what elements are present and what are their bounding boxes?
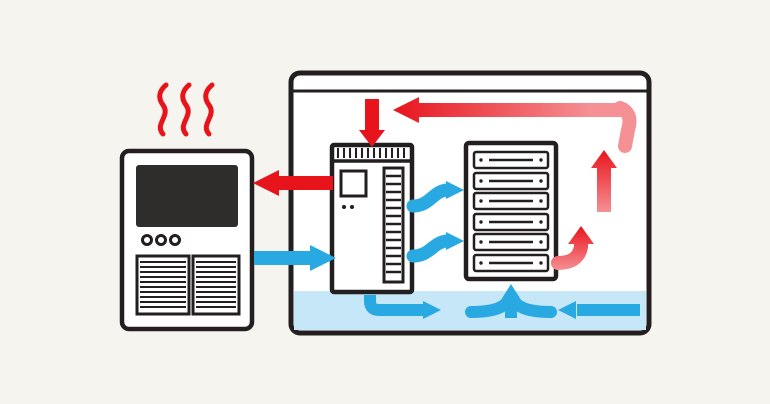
server-unit-led <box>479 158 483 162</box>
server-unit-led <box>479 261 483 265</box>
cold-arrow-to-rack-upper-head <box>446 181 464 199</box>
server-unit-outline <box>472 253 550 273</box>
cold-arrow-into-floor-head <box>423 301 441 319</box>
heat-wave-icon <box>203 82 215 137</box>
server-unit-row <box>472 171 550 191</box>
indicator-light-icon <box>169 234 181 246</box>
server-unit-led <box>479 199 483 203</box>
cold-arrow-up-into-rack-head <box>499 284 523 303</box>
cold-arrow-to-rack-lower-shaft <box>406 234 454 263</box>
server-unit-led <box>479 179 483 183</box>
server-unit-outline <box>472 171 550 191</box>
cold-arrow-into-floor-shaft <box>364 295 423 316</box>
crac-display-panel <box>339 169 368 198</box>
hot-arrow-corner-curve <box>613 101 637 153</box>
server-unit-row <box>472 212 550 232</box>
outdoor-condenser-unit <box>119 148 255 332</box>
vent-grille-right-louvers <box>196 261 236 308</box>
hot-airflow-arrows <box>253 97 637 270</box>
server-unit-row <box>472 232 550 252</box>
cold-airflow-arrows <box>254 181 640 319</box>
hot-arrow-down-into-crac <box>359 99 385 147</box>
cold-merge-feeder-left <box>465 299 510 318</box>
server-unit-led <box>539 240 543 244</box>
vent-grille-left-louvers <box>140 261 186 308</box>
hot-arrow-ceiling-left <box>393 97 627 123</box>
server-rack-body <box>463 140 559 282</box>
hot-arrow-from-rack-elbow <box>551 236 588 270</box>
hot-arrow-to-outdoor-unit <box>253 170 333 196</box>
server-unit-outline <box>472 212 550 232</box>
server-rack <box>463 140 559 282</box>
heat-exhaust-waves <box>157 82 215 137</box>
cold-arrow-underfloor-head <box>558 301 576 319</box>
crac-button-dot <box>350 205 354 209</box>
server-unit-row <box>472 191 550 211</box>
server-unit-led <box>539 179 543 183</box>
heat-wave-icon <box>180 82 192 137</box>
server-unit-outline <box>472 191 550 211</box>
server-unit-led <box>539 199 543 203</box>
server-unit-outline <box>472 232 550 252</box>
indicator-light-icon <box>155 234 167 246</box>
server-unit-led <box>539 220 543 224</box>
server-unit-outline <box>472 150 550 170</box>
cold-arrow-into-room <box>254 245 336 271</box>
outdoor-unit-dark-panel <box>136 165 238 227</box>
crac-top-vent-hatch <box>337 148 405 158</box>
server-unit-led <box>479 220 483 224</box>
crac-cooling-unit <box>329 142 415 295</box>
server-unit-led <box>539 158 543 162</box>
crac-button-dot <box>342 205 346 209</box>
crac-vent-rungs <box>386 174 401 274</box>
server-unit-led <box>479 240 483 244</box>
heat-wave-icon <box>157 82 169 137</box>
indicator-light-icon <box>141 234 153 246</box>
server-unit-led <box>539 261 543 265</box>
hot-arrow-from-rack-head <box>568 226 594 244</box>
vent-grille-right <box>191 254 241 316</box>
vent-grille-left <box>135 254 191 316</box>
cold-merge-feeder-right <box>512 299 557 318</box>
cold-arrow-to-rack-upper-shaft <box>406 183 454 213</box>
server-unit-row <box>472 150 550 170</box>
cold-arrow-to-rack-lower-head <box>446 232 464 250</box>
crac-vent-column <box>382 166 405 284</box>
server-unit-row <box>472 253 550 273</box>
hot-arrow-up-right-wall <box>591 150 617 212</box>
